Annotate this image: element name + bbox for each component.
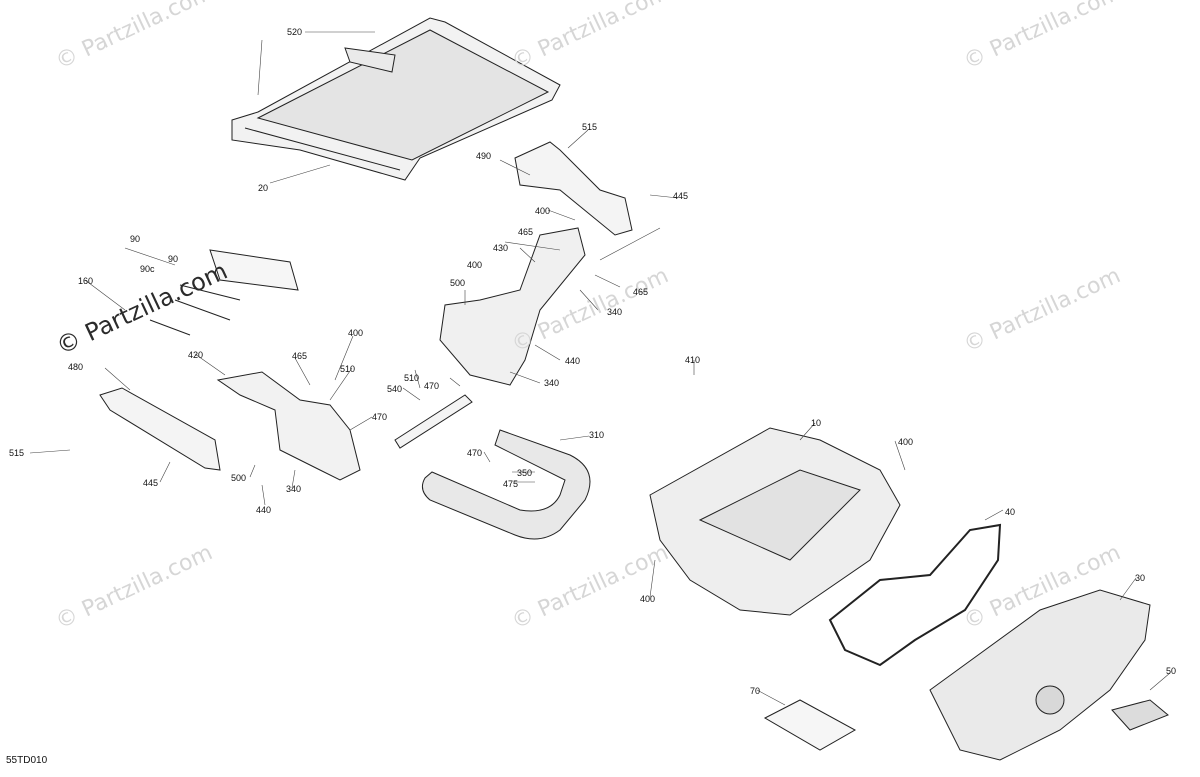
callout-label: 490 (476, 151, 492, 161)
callout-label: 400 (898, 437, 914, 447)
callout-label: 10 (811, 418, 822, 428)
callout-label: 420 (188, 350, 204, 360)
callout-label: 400 (467, 260, 483, 270)
part-420-panel (216, 371, 361, 481)
callout-label: 340 (544, 378, 560, 388)
callout-label: 515 (582, 122, 598, 132)
callout-label: 500 (231, 473, 247, 483)
callout-label: 440 (256, 505, 272, 515)
callout-label: 50 (1166, 666, 1177, 676)
part-540-plate (394, 394, 473, 449)
callout-label: 470 (372, 412, 388, 422)
callout-label: 90 (168, 254, 179, 264)
part-20-tray (231, 17, 561, 181)
callout-label: 340 (286, 484, 302, 494)
callout-label: 160 (78, 276, 94, 286)
callout-label: 440 (565, 356, 581, 366)
part-30-lid (929, 589, 1151, 761)
part-50-latch (1111, 699, 1169, 731)
callout-label: 90 (130, 234, 141, 244)
callout-label: 470 (424, 381, 440, 391)
callout-label: 500 (450, 278, 466, 288)
part-70-manual (763, 699, 857, 751)
diagram-code: 55TD010 (6, 755, 48, 766)
callout-label: 465 (518, 227, 534, 237)
callout-label: 400 (640, 594, 656, 604)
callout-label: 465 (633, 287, 649, 297)
callout-label: 400 (535, 206, 551, 216)
part-480-bracket (99, 387, 221, 471)
part-310-bar (421, 429, 591, 540)
part-490-bracket (514, 141, 633, 236)
callout-label: 400 (348, 328, 364, 338)
callout-label: 515 (9, 448, 25, 458)
callout-label: 90c (140, 264, 155, 274)
callout-label: 520 (287, 27, 303, 37)
callout-label: 445 (143, 478, 159, 488)
callout-label: 470 (467, 448, 483, 458)
part-430-frame (439, 227, 586, 386)
callout-label: 510 (340, 364, 356, 374)
part-10-storage-box (649, 427, 901, 616)
part-90-toolkit (149, 249, 299, 336)
callout-label: 350 (517, 468, 533, 478)
leader-lines (29, 31, 1171, 706)
callout-label: 445 (673, 191, 689, 201)
callout-label: 70 (750, 686, 761, 696)
part-40-seal (828, 523, 1002, 667)
callout-label: 480 (68, 362, 84, 372)
callout-label: 540 (387, 384, 403, 394)
callout-label: 430 (493, 243, 509, 253)
callout-label: 30 (1135, 573, 1146, 583)
callout-label: 465 (292, 351, 308, 361)
callout-label: 340 (607, 307, 623, 317)
callout-label: 310 (589, 430, 605, 440)
callout-label: 410 (685, 355, 701, 365)
callout-label: 510 (404, 373, 420, 383)
callout-label: 475 (503, 479, 519, 489)
callout-label: 40 (1005, 507, 1016, 517)
callout-label: 20 (258, 183, 269, 193)
